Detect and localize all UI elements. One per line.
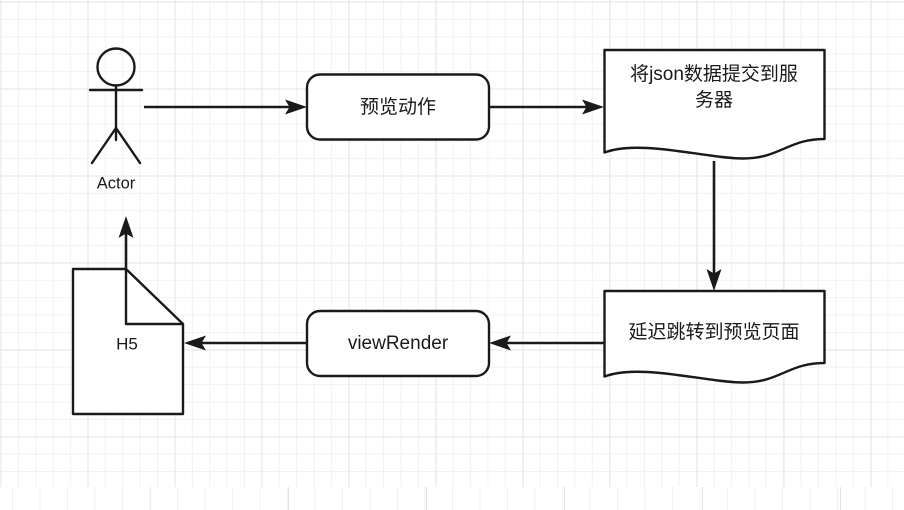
delayed-redirect-label: 延迟跳转到预览页面 — [628, 321, 799, 343]
actor-head-icon — [96, 47, 136, 87]
edge-submit-json-to-delayed-redirect — [706, 161, 722, 291]
view-render-label: viewRender — [348, 333, 449, 354]
edge-h5-to-actor — [118, 216, 134, 269]
node-preview-action[interactable]: 预览动作 — [305, 73, 491, 141]
edge-view-render-to-h5 — [184, 335, 307, 351]
delayed-redirect-document-shape — [603, 289, 826, 384]
node-submit-json[interactable]: 将json数据提交到服 务器 — [603, 48, 826, 160]
submit-json-label-line-1: 将json数据提交到服 — [630, 63, 798, 85]
edge-arrowhead-icon — [706, 269, 722, 291]
submit-json-document-shape — [603, 48, 826, 160]
h5-page-fold-icon — [124, 267, 185, 326]
edge-arrowhead-icon — [285, 99, 307, 115]
h5-page-label: H5 — [116, 334, 138, 353]
edge-actor-to-preview-action — [144, 99, 307, 115]
submit-json-label-line-2: 务器 — [695, 89, 733, 111]
actor-label: Actor — [97, 174, 136, 192]
edge-preview-action-to-submit-json — [489, 99, 604, 115]
edge-arrowhead-icon — [118, 216, 134, 238]
node-view-render[interactable]: viewRender — [305, 309, 491, 378]
edge-arrowhead-icon — [582, 99, 604, 115]
node-h5-page[interactable]: H5 — [71, 267, 185, 416]
edge-delayed-redirect-to-view-render — [489, 335, 604, 351]
edge-arrowhead-icon — [184, 335, 206, 351]
edge-arrowhead-icon — [489, 335, 511, 351]
node-actor[interactable]: Actor — [88, 47, 144, 193]
preview-action-label: 预览动作 — [360, 96, 436, 118]
actor-leg-right-icon — [114, 126, 142, 165]
node-delayed-redirect[interactable]: 延迟跳转到预览页面 — [603, 289, 826, 384]
actor-leg-left-icon — [90, 126, 118, 165]
h5-page-shape — [71, 267, 185, 416]
